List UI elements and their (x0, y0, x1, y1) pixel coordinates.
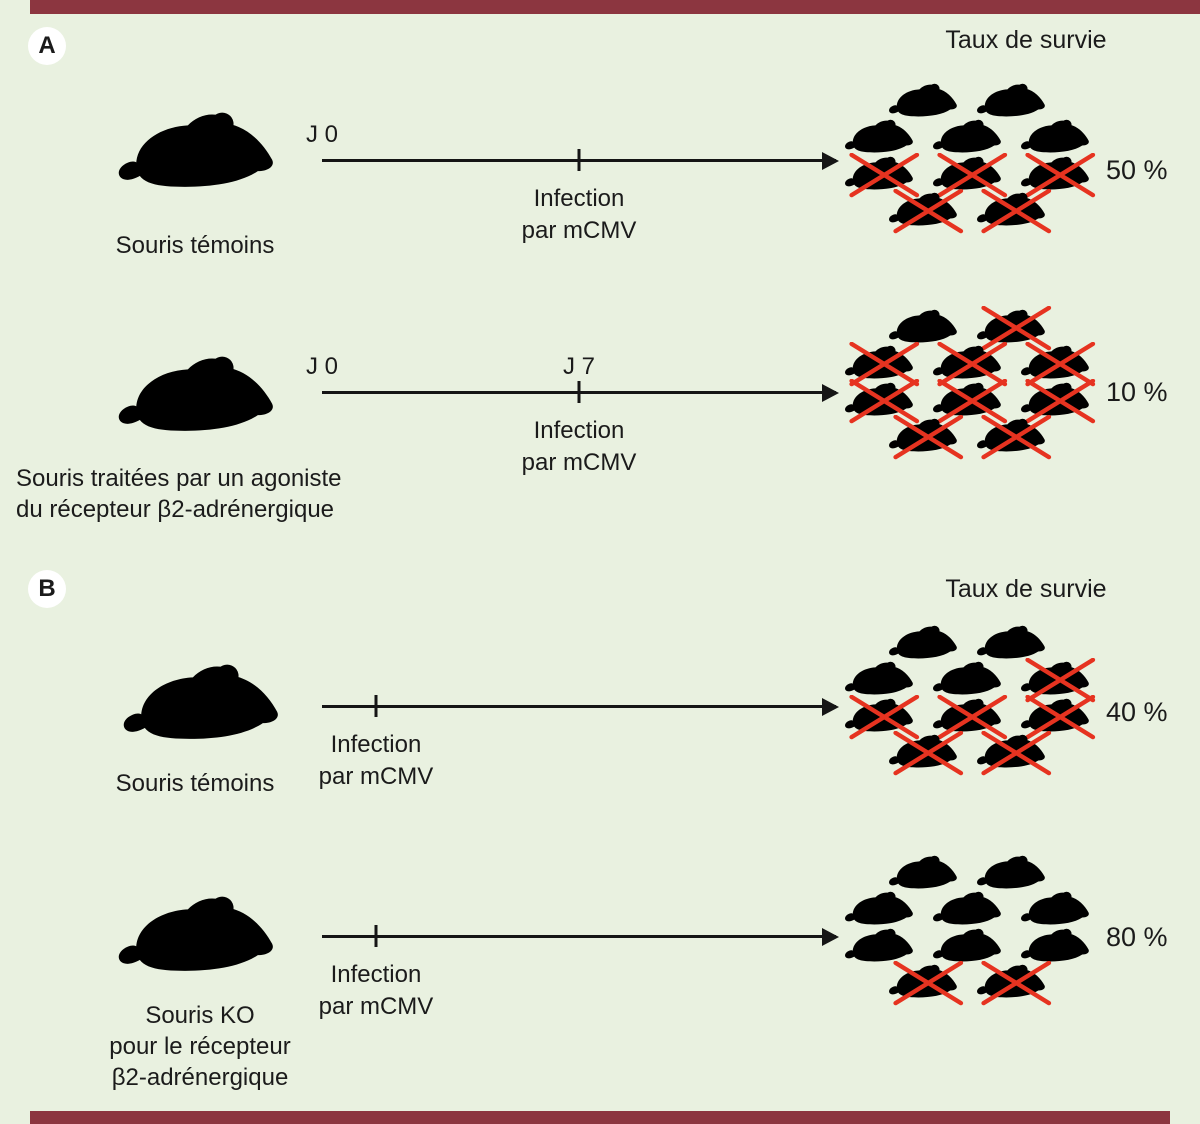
mice-row (838, 188, 1104, 234)
survival-rate-header-b: Taux de survie (945, 575, 1107, 603)
survival-rate-value: 80 % (1106, 922, 1168, 952)
infection-tick (577, 149, 581, 171)
timeline-arrow (322, 705, 836, 708)
infection-tick (374, 925, 378, 947)
dead-mouse-icon (933, 694, 1012, 739)
timeline-day0-label: J 0 (306, 353, 339, 380)
infection-label-line: par mCMV (318, 763, 434, 790)
survival-mice-grid (838, 852, 1104, 1006)
dead-mouse-icon (933, 342, 1012, 387)
top-border-bar (30, 0, 1200, 14)
infection-label-line: Infection (330, 731, 422, 758)
timeline-arrow (322, 935, 836, 938)
ko-mouse-illustration (118, 896, 298, 981)
mice-row (838, 960, 1104, 1006)
dead-mouse-icon (933, 152, 1012, 197)
dead-mouse-icon (933, 378, 1012, 423)
dead-mouse-icon (845, 342, 924, 387)
group-label-line: Souris KO (145, 1002, 255, 1029)
group-label-line: du récepteur β2-adrénergique (16, 496, 335, 523)
infection-tick (374, 695, 378, 717)
dead-mouse-icon (889, 960, 968, 1006)
dead-mouse-icon (977, 414, 1056, 460)
control-mouse-illustration (118, 112, 298, 197)
dead-mouse-icon (977, 188, 1056, 234)
infection-label: Infection par mCMV (319, 729, 434, 793)
survival-mice-grid (838, 622, 1104, 776)
timeline-a2: J 0 J 7 Infection par mCMV (306, 353, 836, 503)
mice-row (838, 658, 1104, 703)
group-label-line: Souris témoins (115, 770, 275, 797)
survival-mice-grid (838, 306, 1104, 460)
group-label: Souris KO pour le récepteur β2-adrénergi… (68, 1000, 332, 1093)
infection-label: Infection par mCMV (522, 183, 637, 247)
survival-rate-value: 10 % (1106, 377, 1168, 407)
timeline-b1: Infection par mCMV (319, 667, 836, 817)
group-label-line: pour le récepteur (109, 1033, 291, 1060)
dead-mouse-icon (977, 730, 1056, 776)
panel-b-badge: B (28, 570, 66, 608)
group-label-line: Souris traitées par un agoniste (16, 465, 342, 492)
mice-row (838, 342, 1104, 387)
mice-row (838, 414, 1104, 460)
dead-mouse-icon (977, 306, 1056, 351)
dead-mouse-icon (845, 694, 924, 739)
infection-label-line: Infection (330, 961, 422, 988)
infection-label-line: Infection (533, 185, 625, 212)
timeline-day0-label: J 0 (306, 121, 339, 148)
timeline-day7-label: J 7 (562, 353, 596, 380)
group-label: Souris traitées par un agoniste du récep… (16, 463, 436, 525)
infection-tick (577, 381, 581, 403)
dead-mouse-icon (845, 378, 924, 423)
survival-rate-value: 50 % (1106, 155, 1168, 185)
timeline-a1: J 0 Infection par mCMV (306, 121, 836, 271)
mice-row (838, 730, 1104, 776)
dead-mouse-icon (1021, 342, 1100, 387)
dead-mouse-icon (977, 960, 1056, 1006)
infection-label-line: Infection (533, 417, 625, 444)
control-mouse-illustration (123, 664, 303, 749)
treated-mouse-illustration (118, 356, 298, 441)
timeline-b2: Infection par mCMV (319, 897, 836, 1047)
mice-row (838, 152, 1104, 198)
infection-label: Infection par mCMV (319, 959, 434, 1023)
survival-rate-value: 40 % (1106, 697, 1168, 727)
infection-label: Infection par mCMV (522, 415, 637, 479)
bottom-border-bar (30, 1111, 1170, 1124)
infection-label-line: par mCMV (318, 993, 434, 1020)
dead-mouse-icon (889, 730, 968, 776)
mice-row (838, 694, 1104, 740)
group-label: Souris témoins (88, 768, 302, 799)
group-label-line: Souris témoins (115, 232, 275, 259)
survival-mice-grid (838, 80, 1104, 234)
dead-mouse-icon (889, 188, 968, 234)
mice-row (838, 306, 1104, 351)
dead-mouse-icon (845, 152, 924, 197)
group-label-line: β2-adrénergique (111, 1064, 289, 1091)
dead-mouse-icon (1021, 152, 1100, 197)
infection-label-line: par mCMV (521, 449, 637, 476)
dead-mouse-icon (1021, 658, 1100, 703)
mice-row (838, 378, 1104, 424)
panel-a-badge: A (28, 27, 66, 65)
survival-rate-header-a: Taux de survie (945, 26, 1107, 54)
dead-mouse-icon (1021, 378, 1100, 423)
infection-label-line: par mCMV (521, 217, 637, 244)
dead-mouse-icon (1021, 694, 1100, 739)
group-label: Souris témoins (88, 230, 302, 261)
dead-mouse-icon (889, 414, 968, 460)
